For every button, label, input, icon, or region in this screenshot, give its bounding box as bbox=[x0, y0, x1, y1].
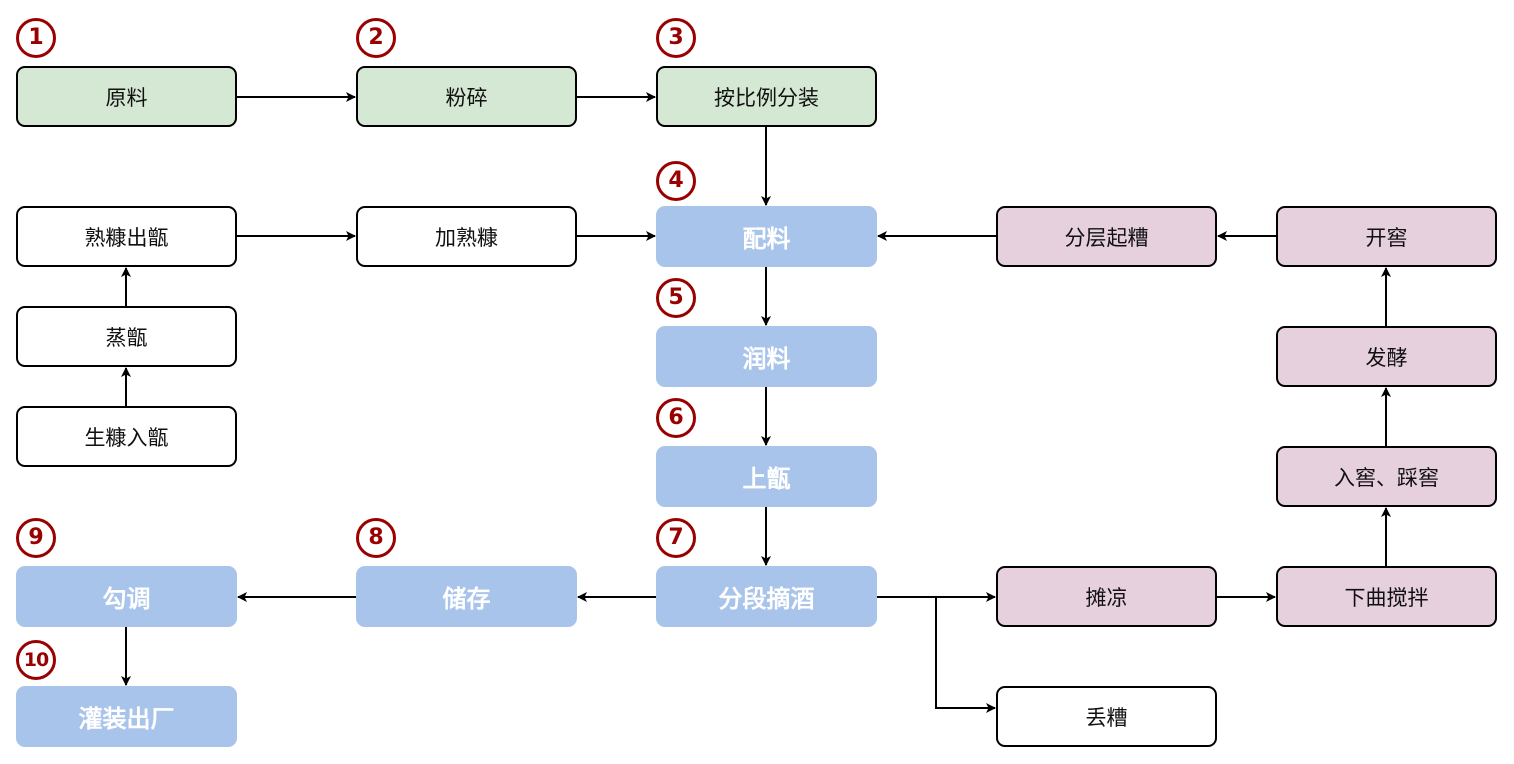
node-storage: 储存 bbox=[356, 566, 577, 627]
step-badge-9: 9 bbox=[16, 518, 56, 558]
node-steamed-bran-out: 熟糠出甑 bbox=[16, 206, 237, 267]
node-layered-grains: 分层起糟 bbox=[996, 206, 1217, 267]
node-moistening: 润料 bbox=[656, 326, 877, 387]
node-spread-cool: 摊凉 bbox=[996, 566, 1217, 627]
step-badge-3: 3 bbox=[656, 18, 696, 58]
step-badge-7: 7 bbox=[656, 518, 696, 558]
node-steaming: 蒸甑 bbox=[16, 306, 237, 367]
step-badge-5: 5 bbox=[656, 278, 696, 318]
step-badge-10: 10 bbox=[16, 640, 56, 680]
node-add-steamed-bran: 加熟糠 bbox=[356, 206, 577, 267]
step-badge-1: 1 bbox=[16, 18, 56, 58]
arrow-distilling-to-discard bbox=[877, 596, 996, 713]
node-bottling: 灌装出厂 bbox=[16, 686, 237, 747]
node-raw-bran-in: 生糠入甑 bbox=[16, 406, 237, 467]
node-discard-grains: 丢糟 bbox=[996, 686, 1217, 747]
step-badge-4: 4 bbox=[656, 161, 696, 201]
node-blending: 勾调 bbox=[16, 566, 237, 627]
node-batching: 配料 bbox=[656, 206, 877, 267]
node-loading-retort: 上甑 bbox=[656, 446, 877, 507]
step-badge-6: 6 bbox=[656, 398, 696, 438]
step-badge-2: 2 bbox=[356, 18, 396, 58]
node-proportional-packing: 按比例分装 bbox=[656, 66, 877, 127]
node-pit-in-tread: 入窖、踩窖 bbox=[1276, 446, 1497, 507]
node-fraction-distilling: 分段摘酒 bbox=[656, 566, 877, 627]
node-fermentation: 发酵 bbox=[1276, 326, 1497, 387]
step-badge-8: 8 bbox=[356, 518, 396, 558]
node-koji-mixing: 下曲搅拌 bbox=[1276, 566, 1497, 627]
node-raw-material: 原料 bbox=[16, 66, 237, 127]
node-open-pit: 开窖 bbox=[1276, 206, 1497, 267]
node-crushing: 粉碎 bbox=[356, 66, 577, 127]
